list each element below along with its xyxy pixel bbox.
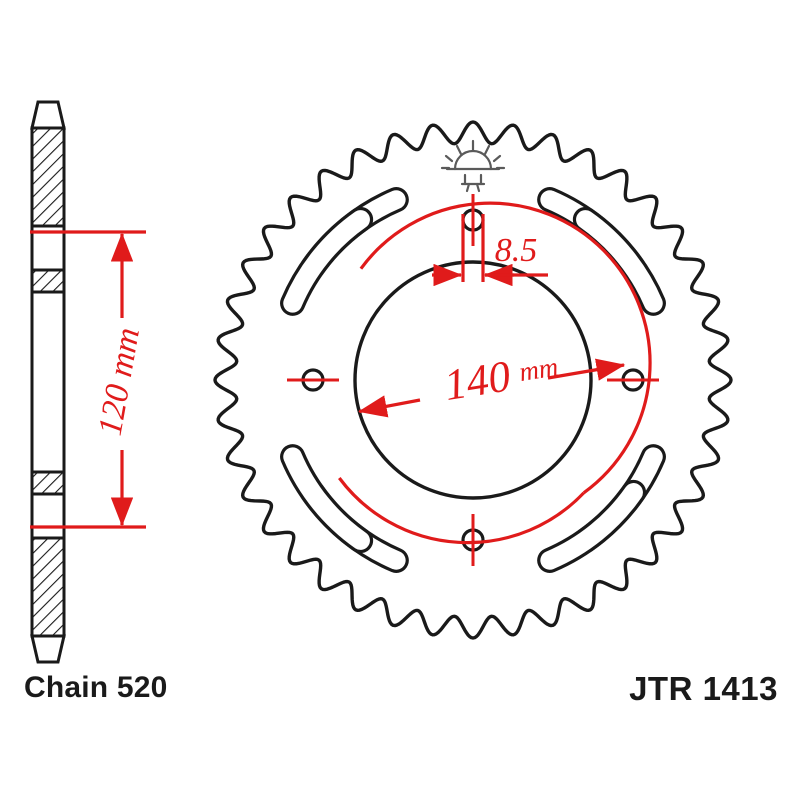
lightening-slot [280, 444, 374, 554]
lightening-slot [537, 479, 647, 573]
side-view-top-cap [30, 100, 66, 130]
dimension-8-5: 8.5 [432, 214, 548, 287]
dim140-leader-right [547, 358, 626, 381]
side-view-bottom-gap [30, 492, 66, 540]
side-view-web [30, 290, 66, 474]
part-number-label: JTR 1413 [629, 670, 778, 707]
dimension-140mm-value: 140 [441, 351, 514, 410]
side-section-view [30, 100, 66, 664]
side-view-bottom-thin-hatch [30, 470, 66, 496]
dimension-140mm: 140 mm [338, 201, 652, 545]
sunrise-icon [440, 139, 506, 193]
side-view-top-hatch-block [30, 126, 66, 228]
lightening-slot [572, 206, 666, 316]
bolt-pitch-circle-arc-a [359, 201, 652, 495]
dim140-leader-left [358, 395, 421, 418]
inner-bore-circle [353, 260, 593, 500]
dimension-140mm-unit: mm [517, 351, 560, 387]
chain-spec-label: Chain 520 [24, 671, 168, 704]
dimension-8-5-label: 8.5 [495, 232, 538, 269]
lightening-slots-group [280, 187, 666, 573]
side-view-bottom-cap [30, 634, 66, 664]
side-view-top-thin-hatch [30, 268, 66, 294]
dimension-120mm-label: 120 mm [92, 325, 147, 438]
lightening-slot [280, 206, 374, 316]
side-view-bottom-hatch-block [30, 536, 66, 638]
bolt-pitch-circle-arc-b [338, 477, 585, 545]
